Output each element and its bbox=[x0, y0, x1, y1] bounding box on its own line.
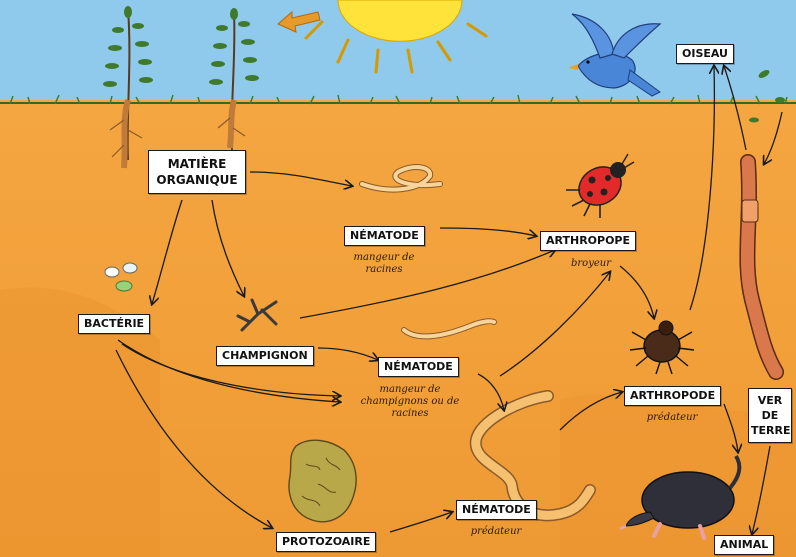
bird-icon bbox=[568, 13, 662, 97]
label-nematode-racines: NÉMATODE bbox=[344, 226, 425, 246]
label-line: MATIÈRE bbox=[167, 157, 227, 171]
label-nematode-predateur: NÉMATODE bbox=[456, 500, 537, 520]
plant-icon bbox=[209, 8, 259, 151]
label-arthropode-predateur: ARTHROPODE bbox=[624, 386, 722, 406]
label-champignon: CHAMPIGNON bbox=[216, 346, 314, 366]
leaf-icon bbox=[749, 70, 785, 123]
soil-shade bbox=[0, 287, 160, 557]
nematode-icon bbox=[359, 164, 443, 193]
label-protozoaire: PROTOZOAIRE bbox=[276, 532, 377, 552]
sun-arrow-icon bbox=[277, 10, 321, 33]
plant-icon bbox=[103, 6, 153, 169]
label-ver-de-terre: VER DE TERRE bbox=[748, 388, 792, 443]
label-bacterie: BACTÉRIE bbox=[78, 314, 151, 334]
label-oiseau: OISEAU bbox=[676, 44, 734, 64]
label-matiere-organique: MATIÈRE ORGANIQUE bbox=[148, 150, 246, 194]
label-line: TERRE bbox=[751, 424, 791, 437]
note-line: champignons ou de bbox=[360, 396, 460, 407]
ladybug-icon bbox=[566, 153, 635, 218]
label-arthropode-broyeur: ARTHROPOPE bbox=[540, 231, 637, 251]
note-line: racines bbox=[391, 408, 429, 419]
label-animal: ANIMAL bbox=[714, 535, 775, 555]
nematode-icon bbox=[469, 390, 596, 522]
fungus-icon bbox=[236, 298, 278, 332]
mite-icon bbox=[629, 320, 695, 375]
sun-icon bbox=[277, 0, 488, 74]
note-nematode-champignons: mangeur de champignons ou de racines bbox=[340, 384, 480, 420]
label-line: ORGANIQUE bbox=[156, 173, 238, 187]
protozoa-icon bbox=[288, 439, 357, 523]
label-nematode-champignons: NÉMATODE bbox=[378, 357, 459, 377]
note-arthropode-broyeur: broyeur bbox=[571, 258, 611, 269]
food-web-arrows bbox=[115, 66, 783, 534]
nematode-icon bbox=[401, 318, 497, 340]
note-line: mangeur de bbox=[353, 252, 415, 263]
bacteria-icon bbox=[104, 262, 138, 292]
mole-icon bbox=[619, 454, 742, 540]
earthworm-icon bbox=[739, 154, 784, 380]
note-line: mangeur de bbox=[379, 384, 441, 395]
label-line: DE bbox=[761, 409, 779, 422]
note-nematode-predateur: prédateur bbox=[470, 526, 522, 537]
note-arthropode-predateur: prédateur bbox=[646, 412, 698, 423]
note-line: racines bbox=[365, 264, 403, 275]
grass-line bbox=[0, 94, 796, 105]
note-nematode-racines: mangeur de racines bbox=[334, 252, 434, 276]
label-line: VER bbox=[757, 394, 783, 407]
